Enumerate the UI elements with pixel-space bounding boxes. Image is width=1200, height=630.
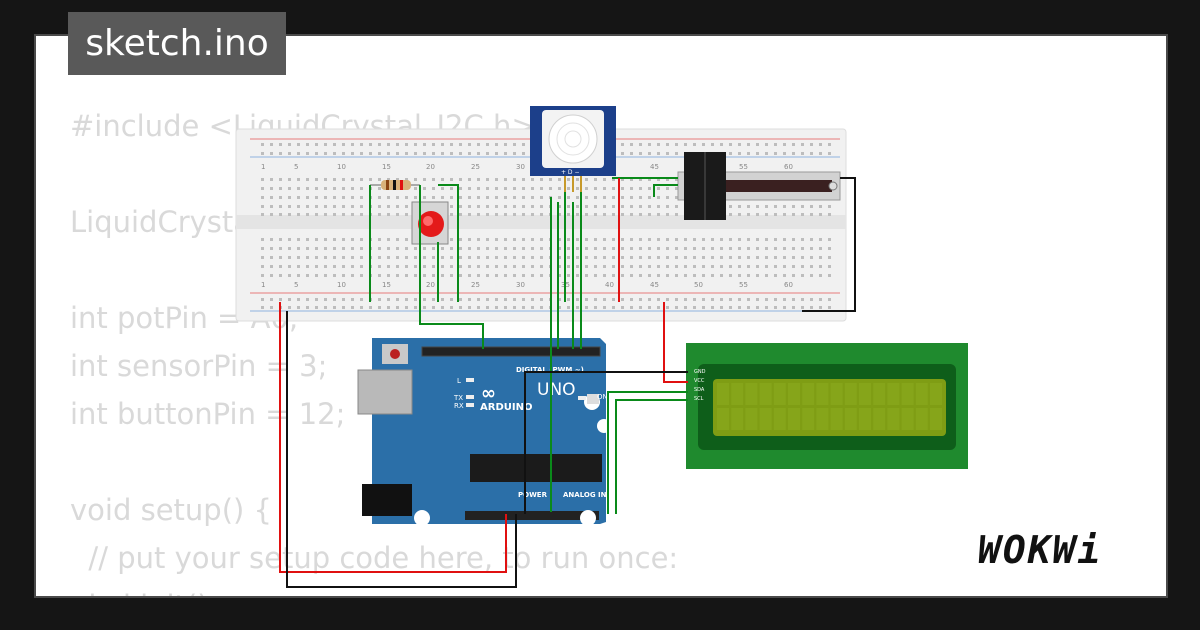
l-label: L [457, 377, 461, 385]
digital-label: DIGITAL (PWM ~) [516, 366, 584, 374]
svg-text:10: 10 [337, 163, 346, 171]
sketch-filename-tab[interactable]: sketch.ino [68, 12, 286, 75]
tx-label: TX [453, 394, 463, 402]
rx-label: RX [454, 402, 464, 410]
svg-text:1: 1 [261, 281, 265, 289]
arduino-uno-board[interactable]: ∞ UNO ARDUINO DIGITAL (PWM ~) POWER ANAL… [357, 338, 611, 526]
svg-text:45: 45 [650, 281, 659, 289]
resistor [370, 180, 420, 190]
svg-text:20: 20 [426, 163, 435, 171]
svg-text:+ D −: + D − [561, 169, 580, 176]
svg-text:∞: ∞ [481, 383, 496, 404]
board-brand: ARDUINO [480, 402, 532, 413]
lcd-display[interactable]: GND VCC SDA SCL [686, 343, 968, 469]
svg-text:40: 40 [605, 281, 614, 289]
svg-text:15: 15 [382, 163, 391, 171]
wokwi-logo: WOKWi [978, 528, 1103, 572]
svg-text:5: 5 [294, 281, 298, 289]
lcd-pin-sda: SDA [694, 387, 705, 393]
svg-text:1: 1 [261, 163, 265, 171]
svg-text:30: 30 [516, 281, 525, 289]
circuit-diagram: 15101520253045505560 1510152025303540455… [235, 106, 968, 588]
slide-potentiometer[interactable] [677, 152, 841, 220]
wires [279, 177, 856, 588]
lcd-pin-gnd: GND [694, 369, 706, 375]
svg-text:15: 15 [382, 281, 391, 289]
svg-text:25: 25 [471, 281, 480, 289]
svg-text:55: 55 [739, 163, 748, 171]
svg-text:45: 45 [650, 163, 659, 171]
svg-text:25: 25 [471, 163, 480, 171]
svg-text:50: 50 [694, 281, 703, 289]
svg-text:30: 30 [516, 163, 525, 171]
board-logo: UNO [537, 380, 576, 400]
on-label: ON [597, 393, 608, 401]
pir-motion-sensor[interactable]: + D − [530, 106, 616, 192]
svg-text:10: 10 [337, 281, 346, 289]
svg-text:5: 5 [294, 163, 298, 171]
svg-text:55: 55 [739, 281, 748, 289]
lcd-pin-vcc: VCC [694, 378, 705, 384]
svg-text:60: 60 [784, 281, 793, 289]
project-card[interactable]: #include <LiquidCrystal_I2C.h> LiquidCry… [34, 34, 1168, 598]
push-button[interactable] [411, 201, 449, 245]
power-label: POWER [518, 491, 548, 499]
analog-label: ANALOG IN [563, 491, 607, 499]
lcd-pin-scl: SCL [694, 396, 704, 402]
svg-text:60: 60 [784, 163, 793, 171]
svg-text:20: 20 [426, 281, 435, 289]
